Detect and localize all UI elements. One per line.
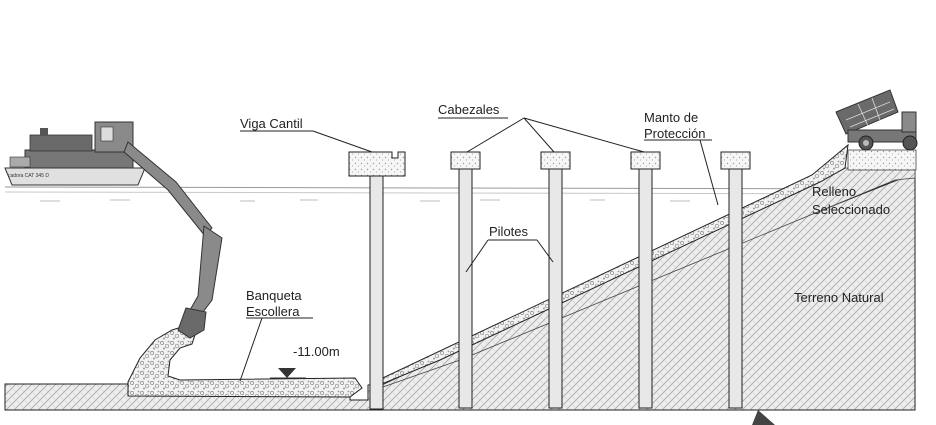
label-relleno-line1: Relleno: [812, 184, 856, 199]
protection-mantle: [369, 143, 849, 389]
rock-berm: [127, 325, 363, 398]
label-cabezales: Cabezales: [438, 102, 500, 117]
label-manto-line2: Protección: [644, 126, 705, 141]
viga-cantil-beam: [348, 151, 406, 177]
pointer-arrow: [752, 410, 775, 425]
barge-deck: [24, 149, 134, 169]
excavator-boom: [123, 141, 213, 237]
label-pilotes: Pilotes: [489, 224, 529, 239]
pile-cap: [540, 151, 571, 170]
pile: [548, 167, 563, 409]
pile-caps: [348, 151, 751, 177]
piles: [369, 167, 743, 410]
barge-label: cadora CAT 345 D: [8, 173, 49, 179]
pile: [638, 167, 653, 409]
pile: [458, 167, 473, 409]
pile: [728, 167, 743, 409]
excavator-stick: [189, 225, 223, 317]
label-viga-cantil: Viga Cantil: [240, 116, 303, 131]
truck-wheel: [902, 135, 918, 151]
truck-cab: [901, 111, 917, 133]
leader-lines: [239, 117, 719, 382]
excavator-bucket: [177, 307, 207, 339]
pile-cap: [720, 151, 751, 170]
label-banqueta-line1: Banqueta: [246, 288, 302, 303]
dump-truck: [835, 89, 918, 151]
depth-marker: [270, 368, 306, 379]
pile-cap: [630, 151, 661, 170]
label-banqueta-line2: Escollera: [246, 304, 300, 319]
label-manto-line1: Manto de: [644, 110, 698, 125]
label-depth: -11.00m: [293, 344, 340, 359]
truck-dump-bed: [835, 89, 899, 135]
barge-excavator: cadora CAT 345 D: [4, 121, 223, 339]
label-relleno-line2: Seleccionado: [812, 202, 890, 217]
land-platform: [847, 149, 917, 171]
label-terreno-natural: Terreno Natural: [794, 290, 884, 305]
pile-cap: [450, 151, 481, 170]
pile: [369, 172, 384, 410]
